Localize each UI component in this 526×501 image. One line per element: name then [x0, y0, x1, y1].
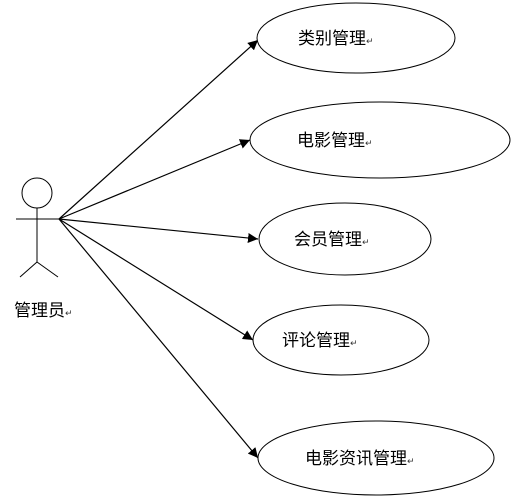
use-case-label: 电影管理↵: [297, 131, 373, 151]
association-member: [58, 218, 259, 243]
use-case-label: 类别管理↵: [298, 29, 374, 49]
use-case-movie: 电影管理↵: [249, 101, 511, 179]
association-movie: [58, 139, 251, 220]
use-case-category: 类别管理↵: [256, 2, 456, 74]
association-category: [58, 39, 259, 220]
stick-figure-actor-icon: [16, 177, 59, 278]
use-case-label: 会员管理↵: [294, 230, 370, 250]
associations: [58, 39, 259, 459]
use-case-label: 评论管理↵: [282, 331, 358, 351]
use-case-comment: 评论管理↵: [252, 304, 430, 376]
association-comment: [58, 218, 254, 341]
actor-label: 管理员↵: [14, 301, 73, 321]
use-case-movie-news: 电影资讯管理↵: [257, 420, 495, 496]
use-case-label: 电影资讯管理↵: [305, 449, 415, 469]
actor: 管理员↵: [14, 177, 73, 321]
use-case-member: 会员管理↵: [258, 202, 432, 276]
association-movie-news: [58, 218, 259, 459]
